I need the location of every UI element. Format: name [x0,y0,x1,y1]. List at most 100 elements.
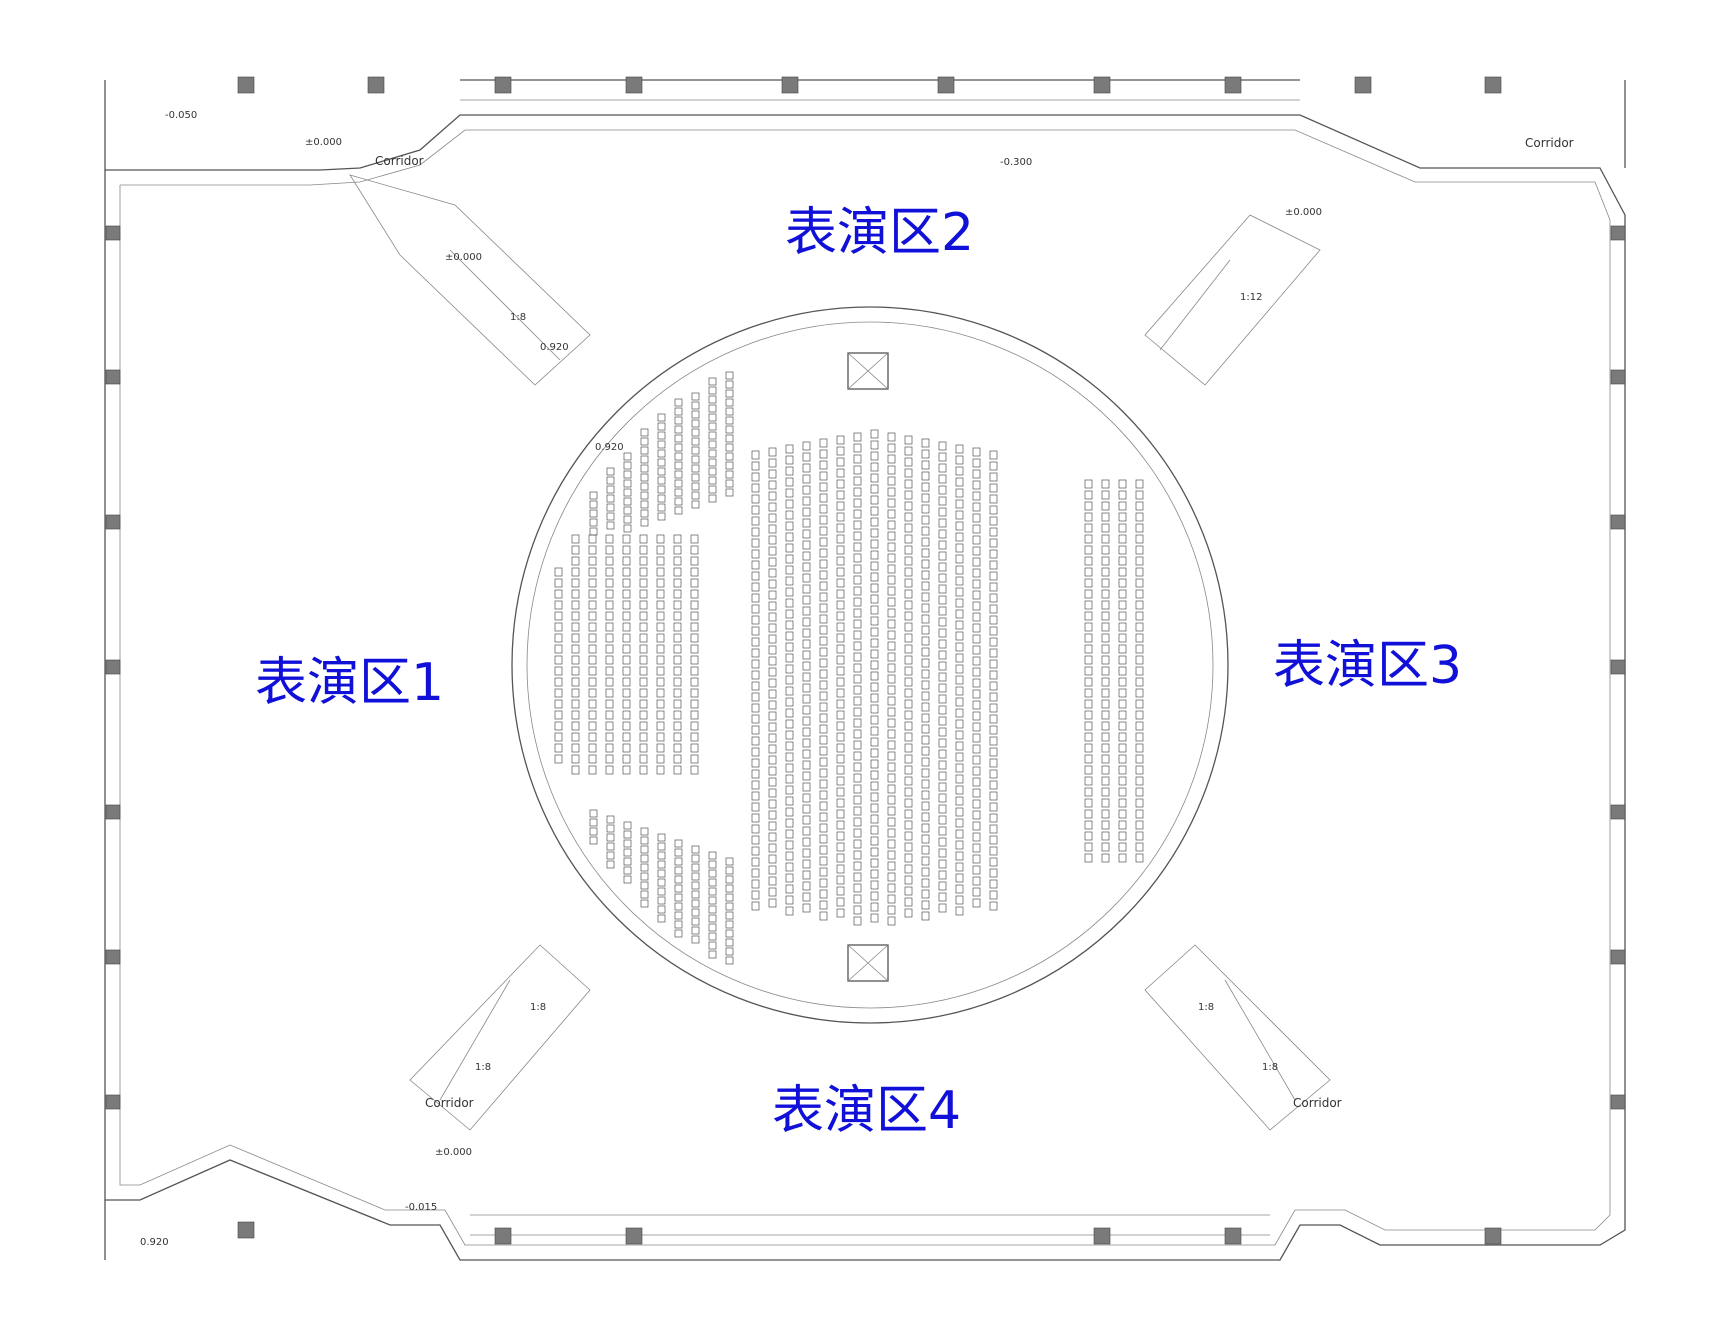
seat [554,589,563,599]
seat [938,650,947,660]
seat [870,682,879,692]
seat [819,548,828,558]
seat [887,454,896,464]
seat [972,843,981,853]
seat [921,911,930,921]
seat [819,526,828,536]
seat [938,837,947,847]
seat [921,548,930,558]
seat [588,655,597,665]
seat [1118,512,1127,522]
seat [921,471,930,481]
seat [622,765,631,775]
seat [785,730,794,740]
seat [887,531,896,541]
seat [751,571,760,581]
seat [640,836,649,845]
seat [938,672,947,682]
seat [768,821,777,831]
seat [588,721,597,731]
seat [1084,655,1093,665]
seat [768,513,777,523]
seat [1118,743,1127,753]
seat [768,898,777,908]
seat [836,644,845,654]
seat [639,545,648,555]
seat [674,848,683,857]
seat [836,501,845,511]
seat [751,582,760,592]
seat [989,659,998,669]
seat [802,507,811,517]
seat [725,398,734,407]
seat [887,817,896,827]
seat [955,488,964,498]
seat [802,826,811,836]
seat [989,868,998,878]
seat [802,815,811,825]
seat [887,850,896,860]
seat [921,581,930,591]
seat [955,686,964,696]
seat [887,806,896,816]
seat [1135,853,1144,863]
seat [989,461,998,471]
seat [691,437,700,446]
seat [1118,567,1127,577]
seat [989,527,998,537]
seat [1118,666,1127,676]
seat [853,465,862,475]
seat [853,674,862,684]
seat [938,595,947,605]
seat [870,671,879,681]
seat [785,653,794,663]
seat [989,857,998,867]
seat [1118,820,1127,830]
seat [785,576,794,586]
seat [751,791,760,801]
seat [691,863,700,872]
seat [623,875,632,884]
seat [938,551,947,561]
seat [768,645,777,655]
seat [921,658,930,668]
seat [691,854,700,863]
seat [623,515,632,524]
seat [853,707,862,717]
seat [768,876,777,886]
seat [853,586,862,596]
seat [972,755,981,765]
seat [785,521,794,531]
seat [853,850,862,860]
seat [989,758,998,768]
seat [819,680,828,690]
seat [673,666,682,676]
seat [571,721,580,731]
seat [904,644,913,654]
seat [870,770,879,780]
seat [972,777,981,787]
seat [588,666,597,676]
seat [938,452,947,462]
seat [938,727,947,737]
seat [921,647,930,657]
seat [870,792,879,802]
seat [768,535,777,545]
ramp-southwest [409,944,591,1131]
seat [870,638,879,648]
seat [1101,556,1110,566]
seat [1118,732,1127,742]
seat [887,564,896,574]
seat [938,738,947,748]
seat [955,576,964,586]
seat [921,790,930,800]
seat [836,512,845,522]
seat [691,872,700,881]
seat [725,434,734,443]
seat [656,534,665,544]
seat [674,929,683,938]
seat [870,704,879,714]
seat [819,823,828,833]
seat [955,763,964,773]
seat [639,622,648,632]
